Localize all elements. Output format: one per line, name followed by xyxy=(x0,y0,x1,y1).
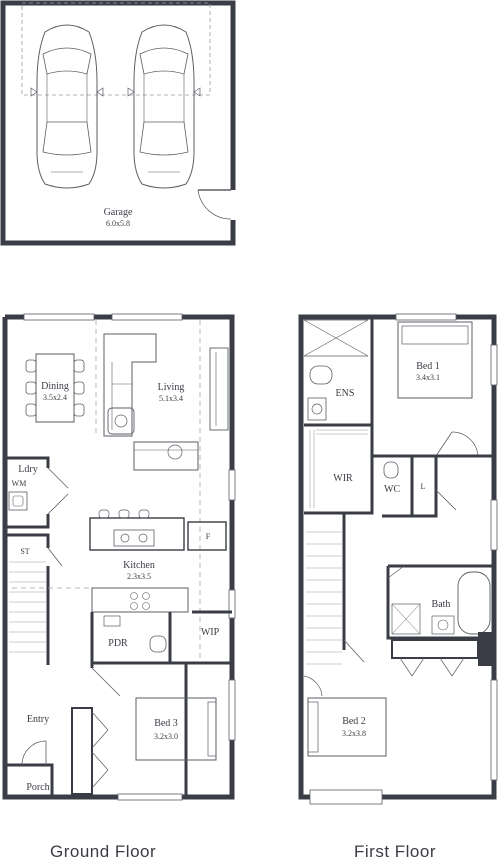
room-label-linen: L xyxy=(421,482,426,491)
fridge-label: F xyxy=(206,532,211,541)
room-label-entry: Entry xyxy=(27,714,49,725)
room-label-bed-3: Bed 3 xyxy=(154,718,178,729)
room-label-garage: Garage xyxy=(104,207,133,218)
room-dimension-bed-1: 3.4x3.1 xyxy=(416,373,440,382)
room-label-bed-1: Bed 1 xyxy=(416,361,440,372)
room-label-wc: WC xyxy=(384,484,400,495)
room-label-bed-2: Bed 2 xyxy=(342,716,366,727)
room-dimension-bed-3: 3.2x3.0 xyxy=(154,732,178,741)
first-floor-title: First Floor xyxy=(354,842,436,861)
room-label-bath: Bath xyxy=(432,599,451,610)
room-dimension-living: 5.1x3.4 xyxy=(159,394,183,403)
room-label-washing-machine: WM xyxy=(12,479,27,488)
room-dimension-kitchen: 2.3x3.5 xyxy=(127,572,151,581)
room-label-porch: Porch xyxy=(26,782,49,793)
room-label-store: ST xyxy=(20,547,29,556)
room-label-powder-room: PDR xyxy=(108,638,128,649)
car-icon xyxy=(30,24,104,189)
room-label-dining: Dining xyxy=(41,381,69,392)
room-dimension-dining: 3.5x2.4 xyxy=(43,393,67,402)
ground-floor-plan xyxy=(2,313,236,801)
room-label-wir: WIR xyxy=(333,473,353,484)
first-floor-plan xyxy=(298,313,498,805)
room-label-ensuite: ENS xyxy=(336,388,355,399)
room-label-living: Living xyxy=(158,382,185,393)
room-dimension-bed-2: 3.2x3.8 xyxy=(342,729,366,738)
room-label-kitchen: Kitchen xyxy=(123,560,155,571)
car-icon xyxy=(127,24,201,189)
room-label-laundry: Ldry xyxy=(18,464,37,475)
room-label-wip: WIP xyxy=(201,627,220,638)
room-dimension-garage: 6.0x5.8 xyxy=(106,219,130,228)
ground-floor-title: Ground Floor xyxy=(50,842,157,861)
garage-block xyxy=(0,0,236,246)
